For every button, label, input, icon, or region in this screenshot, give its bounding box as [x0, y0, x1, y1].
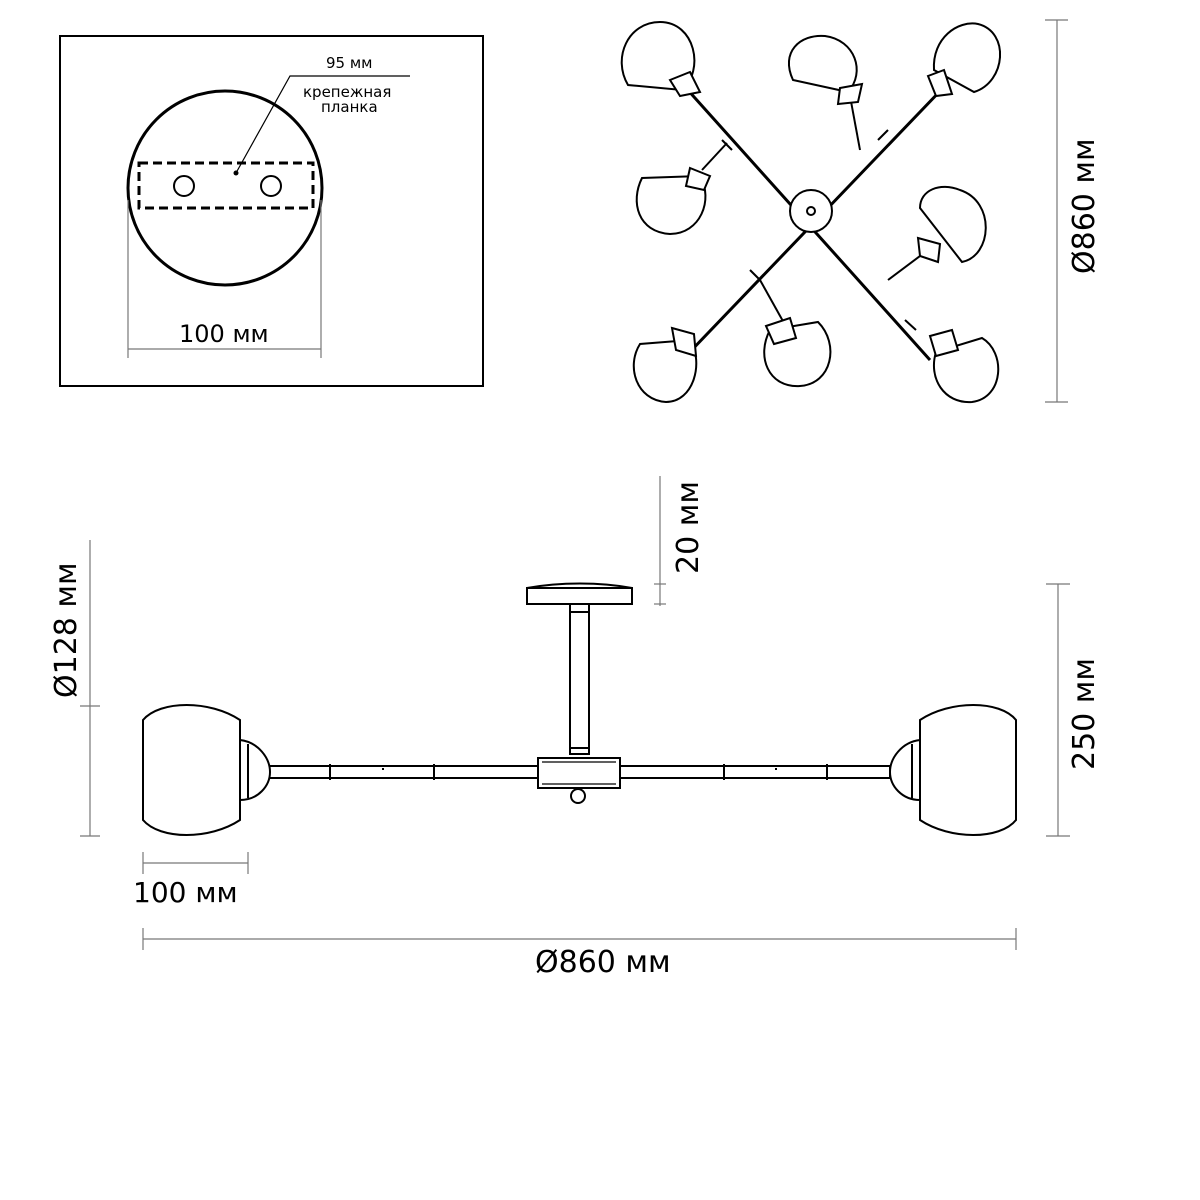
top-view-diameter-label: Ø860 мм	[1067, 138, 1102, 274]
side-arm-right	[619, 765, 891, 779]
canopy-height-label: 20 мм	[671, 481, 706, 574]
side-shade-left	[142, 704, 272, 836]
top-view-shade	[620, 20, 702, 98]
top-view-shade	[763, 316, 832, 388]
shade-length-label: 100 мм	[133, 876, 238, 909]
mounting-bar-dashed	[137, 161, 315, 210]
screw-hole-left	[173, 175, 195, 197]
top-view-shade	[632, 326, 698, 404]
plate-width-label: 95 мм	[326, 54, 373, 72]
top-view-shade	[916, 185, 987, 264]
leader-line	[235, 75, 410, 174]
side-stem	[569, 603, 590, 755]
mount-plate-frame	[59, 35, 484, 387]
top-view-hub	[789, 189, 833, 233]
side-canopy	[526, 587, 633, 605]
canopy-circle	[126, 89, 324, 287]
top-view: Ø860 мм	[620, 19, 1102, 404]
side-arm-left	[267, 765, 539, 779]
shade-diameter-label: Ø128 мм	[49, 562, 84, 698]
overall-diameter-label: Ø860 мм	[535, 945, 671, 980]
plate-label-line2: планка	[321, 98, 378, 116]
screw-hole-right	[260, 175, 282, 197]
top-view-shade	[635, 166, 712, 236]
mount-plate-detail: 95 мм крепежная планка 100 мм	[59, 35, 484, 387]
side-view: 20 мм 250 мм Ø128 мм 100 мм Ø860 мм	[49, 476, 1102, 980]
height-label: 250 мм	[1067, 658, 1102, 770]
top-view-shade	[926, 22, 1002, 98]
top-view-shade	[928, 328, 1000, 404]
side-hub	[537, 757, 621, 789]
plate-label-line1: крепежная	[303, 83, 391, 101]
top-view-shade	[787, 34, 864, 106]
plate-diameter-label: 100 мм	[179, 320, 269, 348]
side-shade-right	[888, 704, 1017, 836]
